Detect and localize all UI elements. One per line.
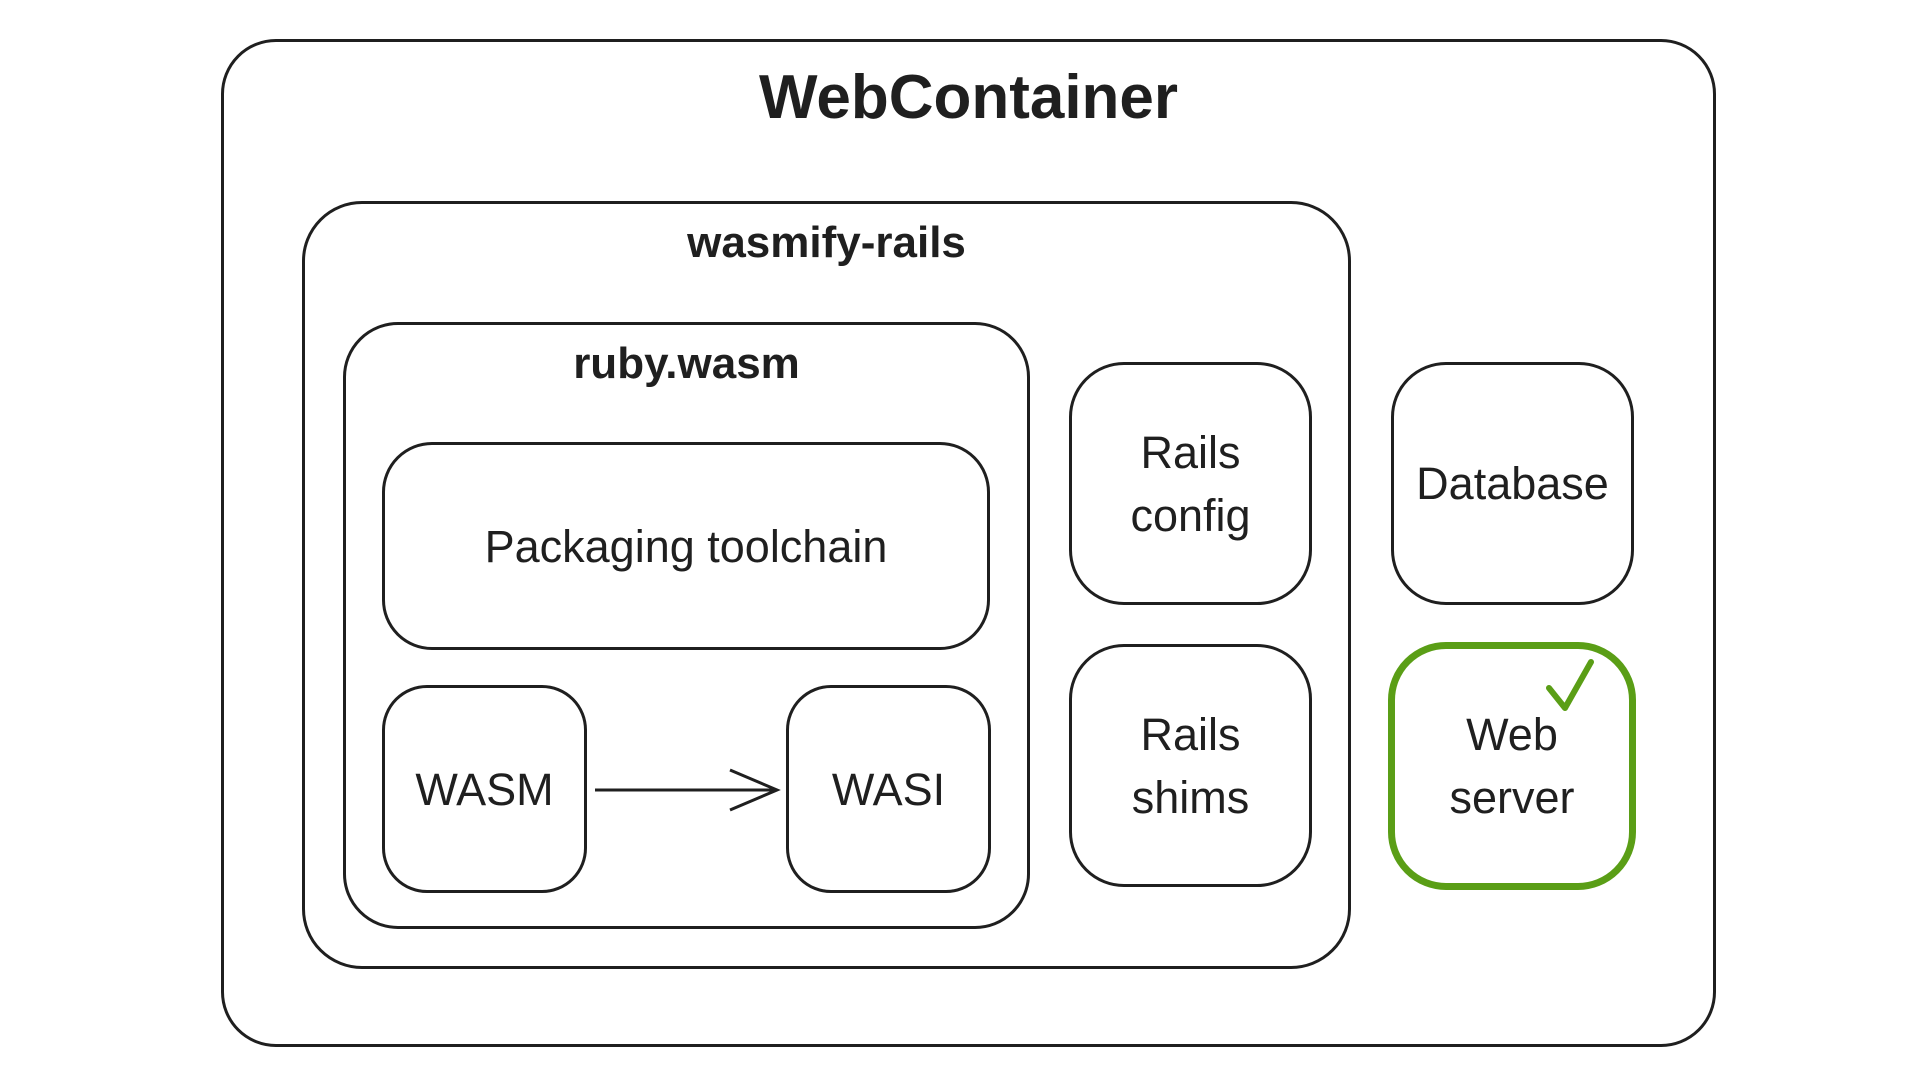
- database-box: Database: [1391, 362, 1634, 605]
- web-server-box: Web server: [1388, 642, 1636, 890]
- wasi-label: WASI: [831, 763, 946, 815]
- webcontainer-box: WebContainer: [221, 39, 1716, 1047]
- wasi-box: WASI: [786, 685, 991, 893]
- web-server-label-line1: Web: [1466, 709, 1558, 760]
- wasm-label: WASM: [415, 763, 554, 815]
- rails-config-label-line1: Rails: [1140, 426, 1241, 478]
- rails-config-label-line2: config: [1130, 489, 1251, 541]
- ruby-wasm-box: ruby.wasm: [343, 322, 1030, 929]
- wasmify-rails-title: wasmify-rails: [687, 218, 966, 267]
- wasm-box: WASM: [382, 685, 587, 893]
- rails-shims-box: Rails shims: [1069, 644, 1312, 887]
- rails-shims-label-line1: Rails: [1140, 708, 1241, 760]
- rails-shims-label-line2: shims: [1131, 771, 1250, 823]
- packaging-toolchain-label: Packaging toolchain: [484, 520, 888, 572]
- check-icon: [1546, 659, 1594, 711]
- wasm-to-wasi-arrow: [595, 768, 781, 812]
- database-label: Database: [1416, 458, 1609, 509]
- web-server-label-line2: server: [1449, 772, 1575, 823]
- ruby-wasm-title: ruby.wasm: [573, 339, 800, 388]
- webcontainer-title: WebContainer: [758, 63, 1179, 132]
- rails-config-box: Rails config: [1069, 362, 1312, 605]
- wasmify-rails-box: wasmify-rails: [302, 201, 1351, 969]
- packaging-toolchain-box: Packaging toolchain: [382, 442, 990, 650]
